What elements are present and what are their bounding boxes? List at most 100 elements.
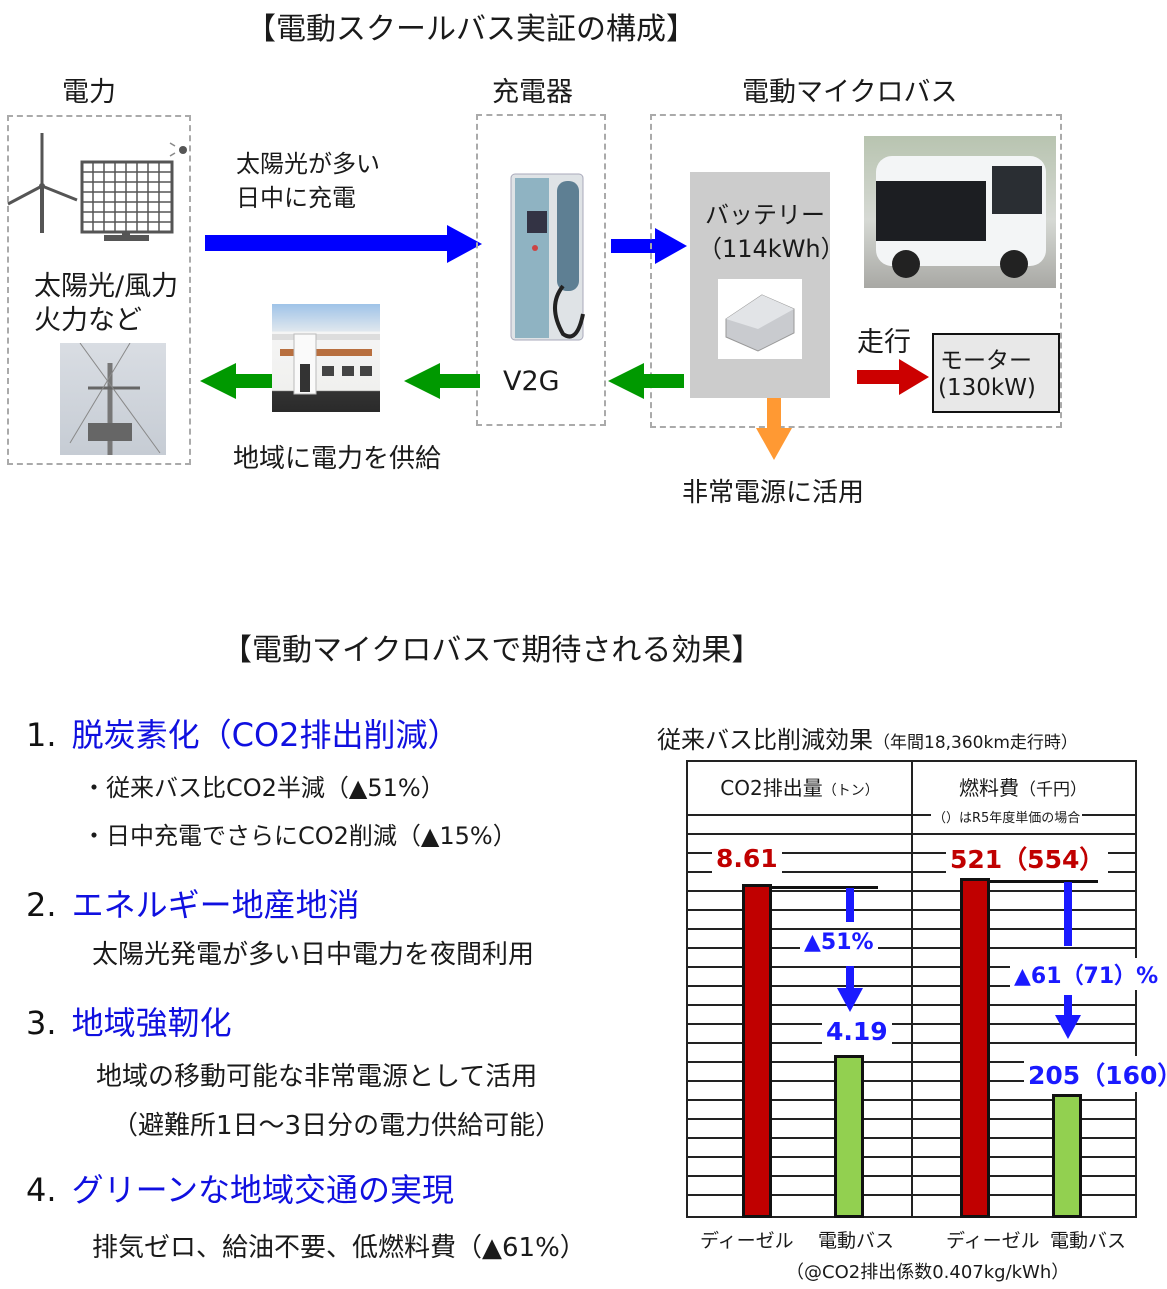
wind-turbine-icon [7, 133, 78, 233]
fuel-header-label: 燃料費 [959, 776, 1019, 800]
effect-2-number: 2. [26, 886, 57, 924]
fuel-ev-bar [1052, 1094, 1082, 1218]
effect-1-heading: 脱炭素化（CO2排出削減） [71, 716, 460, 754]
gridline [688, 1137, 1135, 1139]
battery-label-line2: （114kWh） [698, 235, 845, 263]
gridline [688, 966, 1135, 968]
motor-label-line1: モーター [940, 348, 1032, 374]
effect-3-number: 3. [26, 1004, 57, 1042]
gridline [688, 1099, 1135, 1101]
co2-reference-line [768, 886, 878, 889]
charger-photo [505, 166, 595, 346]
effect-3-line-2: （避難所1日～3日分の電力供給可能） [112, 1111, 562, 1141]
gridline [688, 871, 1135, 873]
emergency-arrow [767, 398, 781, 428]
v2g-arrow-2 [440, 374, 480, 388]
battery-label-line1: バッテリー [705, 201, 825, 229]
gridline [688, 1061, 1135, 1063]
power-caption-line1: 太陽光/風力 [34, 271, 179, 302]
chart-footnote: （@CO2排出係数0.407kg/kWh） [786, 1262, 1070, 1283]
effect-4-number: 4. [26, 1171, 57, 1209]
gridline [688, 890, 1135, 892]
effect-2-line-1: 太陽光発電が多い日中電力を夜間利用 [92, 940, 535, 970]
diagram-title: 【電動スクールバス実証の構成】 [246, 12, 696, 47]
power-box [7, 115, 191, 465]
fuel-diesel-bar [960, 878, 990, 1218]
xlabel-fuel-ev: 電動バス [1050, 1230, 1127, 1252]
effect-2-heading: エネルギー地産地消 [71, 886, 360, 924]
fuel-ev-value: 205（160） [1024, 1056, 1167, 1092]
fuel-arrowhead-icon [1055, 1015, 1081, 1039]
effect-item-1: 1. 脱炭素化（CO2排出削減） [26, 710, 460, 756]
charge-arrow [205, 235, 450, 251]
motor-label-line2: (130kW) [938, 375, 1036, 401]
gridline [688, 1156, 1135, 1158]
fuel-header: 燃料費（千円） [913, 762, 1133, 814]
battery-charge-arrow [611, 239, 659, 253]
bus-box [650, 114, 1062, 428]
charge-text-line2: 日中に充電 [236, 184, 356, 212]
effect-4-line-1: 排気ゼロ、給油不要、低燃料費（▲61%） [92, 1233, 586, 1263]
charge-text-line1: 太陽光が多い [236, 150, 380, 178]
xlabel-fuel-diesel: ディーゼル [946, 1230, 1040, 1252]
drive-arrow [857, 370, 901, 384]
run-label: 走行 [857, 327, 911, 358]
supply-text: 地域に電力を供給 [233, 444, 442, 474]
battery-charge-arrowhead-icon [655, 228, 687, 264]
xlabel-co2-ev: 電動バス [818, 1230, 895, 1252]
fuel-reference-line [988, 880, 1098, 883]
gridline [688, 1175, 1135, 1177]
effect-3-heading: 地域強靭化 [71, 1004, 232, 1042]
effect-item-4: 4. グリーンな地域交通の実現 [26, 1165, 454, 1211]
power-caption-line2: 火力など [34, 305, 142, 336]
fuel-header-note: （）はR5年度単価の場合 [931, 807, 1083, 826]
charger-label: 充電器 [492, 77, 573, 108]
gridline [688, 1118, 1135, 1120]
battery-photo [718, 279, 802, 359]
bus-photo [864, 136, 1056, 288]
effects-title: 【電動マイクロバスで期待される効果】 [222, 633, 762, 668]
gridline [688, 852, 1135, 854]
gridline [688, 928, 1135, 930]
v2g-arrow-3 [236, 374, 274, 388]
fuel-reduction-arrow-shaft [1064, 995, 1072, 1017]
co2-header-unit: （トン） [822, 783, 879, 799]
drive-arrowhead-icon [899, 359, 929, 395]
co2-ev-value: 4.19 [822, 1017, 892, 1046]
effect-1-line-1: ・従来バス比CO2半減（▲51%） [82, 774, 445, 802]
gridline [688, 1004, 1135, 1006]
power-label: 電力 [62, 77, 116, 108]
co2-reduction-arrow-shaft [846, 966, 854, 990]
co2-reduction-label: ▲51% [800, 930, 878, 955]
gridline [688, 1194, 1135, 1196]
gridline [688, 1080, 1135, 1082]
fuel-header-unit: （千円） [1019, 780, 1087, 800]
solar-panel-icon [80, 142, 187, 241]
motor-box: モーター (130kW) [932, 333, 1060, 413]
gridline [688, 1023, 1135, 1025]
bus-label: 電動マイクロバス [742, 77, 958, 108]
gridline [688, 985, 1135, 987]
xlabel-co2-diesel: ディーゼル [700, 1230, 794, 1252]
effect-4-heading: グリーンな地域交通の実現 [71, 1171, 455, 1209]
co2-reduction-arrow [846, 888, 854, 922]
co2-header-label: CO2排出量 [720, 776, 823, 800]
gridline [688, 814, 1135, 816]
gridline [688, 1042, 1135, 1044]
co2-ev-bar [834, 1055, 864, 1218]
emergency-arrowhead-icon [756, 428, 792, 460]
chart-title-note: （年間18,360km走行時） [873, 733, 1078, 753]
charger-box [476, 114, 606, 426]
effect-item-2: 2. エネルギー地産地消 [26, 880, 360, 926]
v2g-arrow-1 [642, 374, 684, 388]
school-building-photo [272, 304, 380, 412]
effect-1-number: 1. [26, 716, 57, 754]
utility-pole-photo [60, 343, 166, 455]
co2-diesel-value: 8.61 [712, 844, 782, 873]
emergency-text: 非常電源に活用 [682, 478, 865, 508]
co2-diesel-bar [742, 884, 772, 1218]
co2-header: CO2排出量（トン） [688, 762, 911, 814]
v2g-arrowhead-1-icon [608, 363, 644, 399]
gridline [688, 909, 1135, 911]
v2g-label: V2G [503, 366, 560, 397]
